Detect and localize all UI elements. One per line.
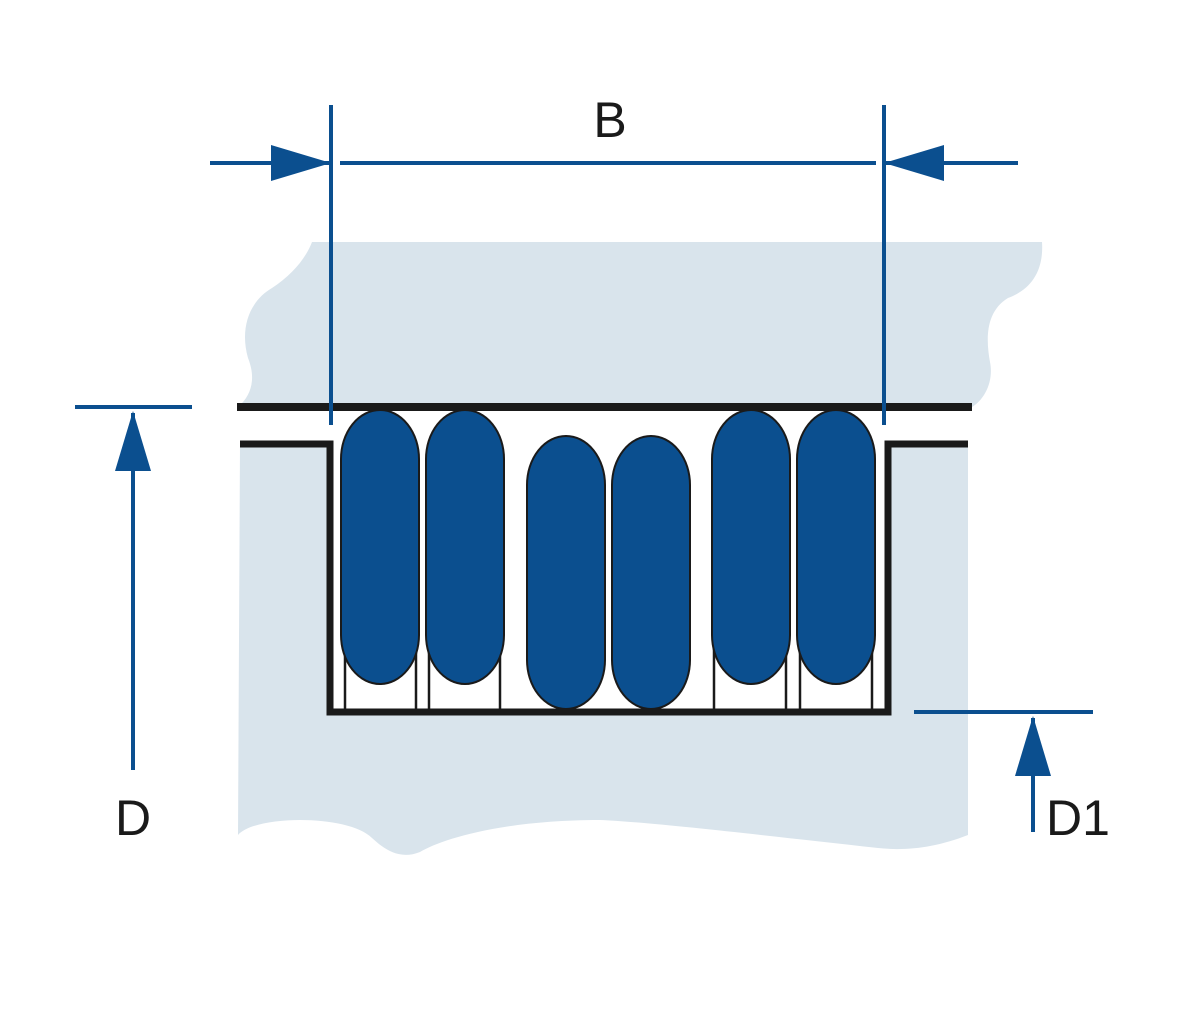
dimension-b-label: B	[593, 92, 626, 148]
dimension-d1-label: D1	[1046, 790, 1110, 846]
seal-ring	[340, 409, 420, 685]
seal-ring	[711, 409, 791, 685]
seal-rings	[340, 409, 876, 710]
groove-outline	[240, 440, 968, 716]
seal-ring	[796, 409, 876, 685]
dimension-b	[210, 105, 1018, 425]
seal-ring	[425, 409, 505, 685]
ring-support-lines	[343, 622, 874, 712]
dimension-d-label: D	[115, 790, 151, 846]
dimension-d1	[914, 710, 1093, 832]
dimension-d	[75, 405, 192, 770]
upper-shaft-shape	[238, 242, 1043, 407]
seal-ring	[611, 435, 691, 710]
seal-ring	[526, 435, 606, 710]
lower-housing-shape	[238, 444, 968, 855]
